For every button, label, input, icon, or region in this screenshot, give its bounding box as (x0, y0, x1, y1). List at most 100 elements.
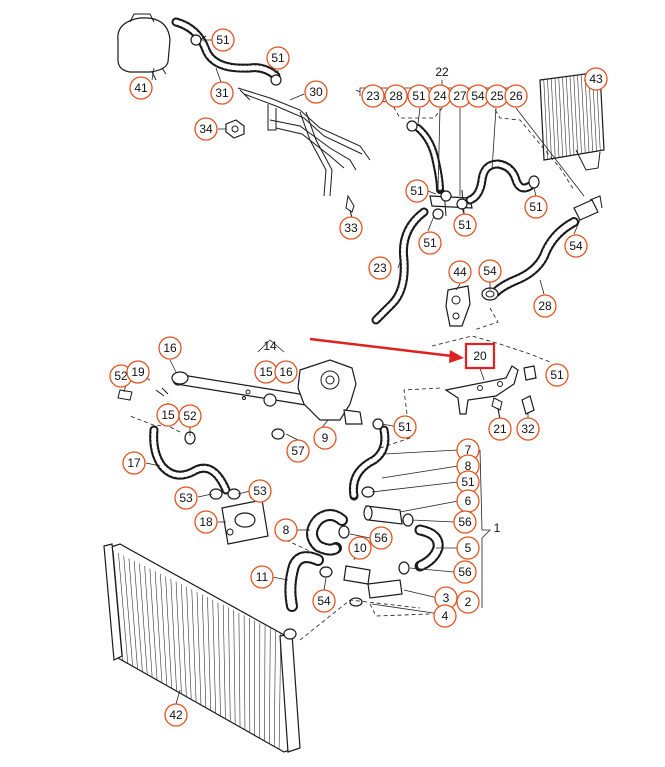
svg-text:51: 51 (458, 218, 472, 232)
hose-8 (306, 509, 348, 556)
svg-text:4: 4 (442, 609, 449, 623)
svg-text:33: 33 (344, 221, 358, 235)
svg-text:44: 44 (453, 265, 467, 279)
callout-51-below-tconn: 51 (418, 231, 442, 255)
bracket-20 (444, 365, 519, 415)
highlighted-callout-20: 20 (464, 342, 496, 370)
svg-text:1: 1 (494, 521, 501, 535)
svg-text:23: 23 (373, 261, 387, 275)
svg-text:54: 54 (569, 239, 583, 253)
label-14: 14 (263, 339, 277, 353)
leader-lines (123, 39, 597, 705)
callout-2: 2 (456, 590, 480, 614)
svg-text:8: 8 (465, 459, 472, 473)
callout-6: 6 (456, 489, 480, 513)
bolt-21 (491, 397, 503, 421)
hose-7 (348, 425, 390, 501)
callout-57: 57 (286, 439, 310, 463)
callout-51-right-tconn: 51 (453, 213, 477, 237)
callout-54-flange: 54 (478, 259, 502, 283)
callout-21: 21 (488, 417, 512, 441)
callout-8-lower: 8 (274, 518, 298, 542)
svg-text:32: 32 (521, 422, 535, 436)
svg-text:24: 24 (433, 89, 447, 103)
callout-51-tank: 51 (211, 28, 235, 52)
callout-53-left: 53 (174, 486, 198, 510)
callout-17: 17 (122, 451, 146, 475)
callout-54-fitting: 54 (564, 234, 588, 258)
svg-text:30: 30 (309, 85, 323, 99)
svg-text:51: 51 (529, 200, 543, 214)
callout-51-pipe: 51 (266, 46, 290, 70)
thermostat-housing-9 (297, 359, 363, 425)
svg-text:6: 6 (465, 494, 472, 508)
label-1: 1 (494, 521, 501, 535)
callout-53-right: 53 (248, 479, 272, 503)
callout-27: 27 (448, 84, 472, 108)
radiator-42 (103, 543, 301, 753)
hose-fitting-54 (573, 195, 603, 221)
callout-51-hose25: 51 (524, 195, 548, 219)
callout-51-top: 51 (407, 84, 431, 108)
highlight-arrow (309, 337, 464, 363)
clip-32 (521, 395, 535, 415)
clamp-51-bracket (523, 365, 537, 381)
svg-text:26: 26 (509, 89, 523, 103)
svg-text:28: 28 (538, 299, 552, 313)
callout-33: 33 (339, 216, 363, 240)
pipe-assembly-30 (237, 87, 371, 197)
sensor-10 (343, 565, 371, 585)
hose-23 (371, 207, 429, 325)
hose-5 (414, 524, 444, 572)
svg-text:51: 51 (412, 89, 426, 103)
callout-23-hose: 23 (368, 256, 392, 280)
callout-4: 4 (433, 604, 457, 628)
callout-26: 26 (504, 84, 528, 108)
svg-text:42: 42 (169, 708, 183, 722)
svg-text:25: 25 (490, 89, 504, 103)
sensor-3 (349, 579, 403, 607)
svg-text:31: 31 (215, 86, 229, 100)
svg-text:27: 27 (453, 89, 467, 103)
callout-16-housing: 16 (274, 360, 298, 384)
callout-24: 24 (428, 84, 452, 108)
svg-text:43: 43 (589, 72, 603, 86)
o-ring-16 (171, 371, 189, 385)
svg-text:53: 53 (253, 484, 267, 498)
svg-text:19: 19 (131, 365, 145, 379)
callout-56-mid: 56 (369, 526, 393, 550)
callout-15-left: 15 (156, 403, 180, 427)
heater-core-43 (539, 71, 605, 171)
svg-text:51: 51 (550, 368, 564, 382)
callout-18: 18 (194, 510, 218, 534)
svg-text:18: 18 (199, 515, 213, 529)
svg-text:51: 51 (398, 420, 412, 434)
coolant-pipe-6 (363, 505, 403, 525)
callout-28-top: 28 (384, 84, 408, 108)
callout-5: 5 (456, 536, 480, 560)
svg-text:51: 51 (271, 51, 285, 65)
svg-text:20: 20 (473, 349, 487, 363)
hose-17 (149, 425, 231, 495)
callout-11: 11 (250, 565, 274, 589)
label-22: 22 (435, 65, 449, 79)
svg-text:56: 56 (458, 515, 472, 529)
svg-text:28: 28 (389, 89, 403, 103)
callout-15-pipe: 15 (254, 360, 278, 384)
svg-text:16: 16 (279, 365, 293, 379)
svg-text:10: 10 (353, 541, 367, 555)
callout-31: 31 (210, 81, 234, 105)
expansion-tank (117, 13, 171, 81)
callout-51-tconn: 51 (405, 179, 429, 203)
svg-text:16: 16 (163, 341, 177, 355)
svg-text:17: 17 (127, 456, 141, 470)
callout-56-lower: 56 (453, 560, 477, 584)
svg-text:34: 34 (199, 122, 213, 136)
svg-text:23: 23 (366, 89, 380, 103)
callout-23-top: 23 (361, 84, 385, 108)
hose-28 (491, 217, 579, 297)
svg-text:9: 9 (322, 431, 329, 445)
callout-32: 32 (516, 417, 540, 441)
callout-25: 25 (485, 84, 509, 108)
